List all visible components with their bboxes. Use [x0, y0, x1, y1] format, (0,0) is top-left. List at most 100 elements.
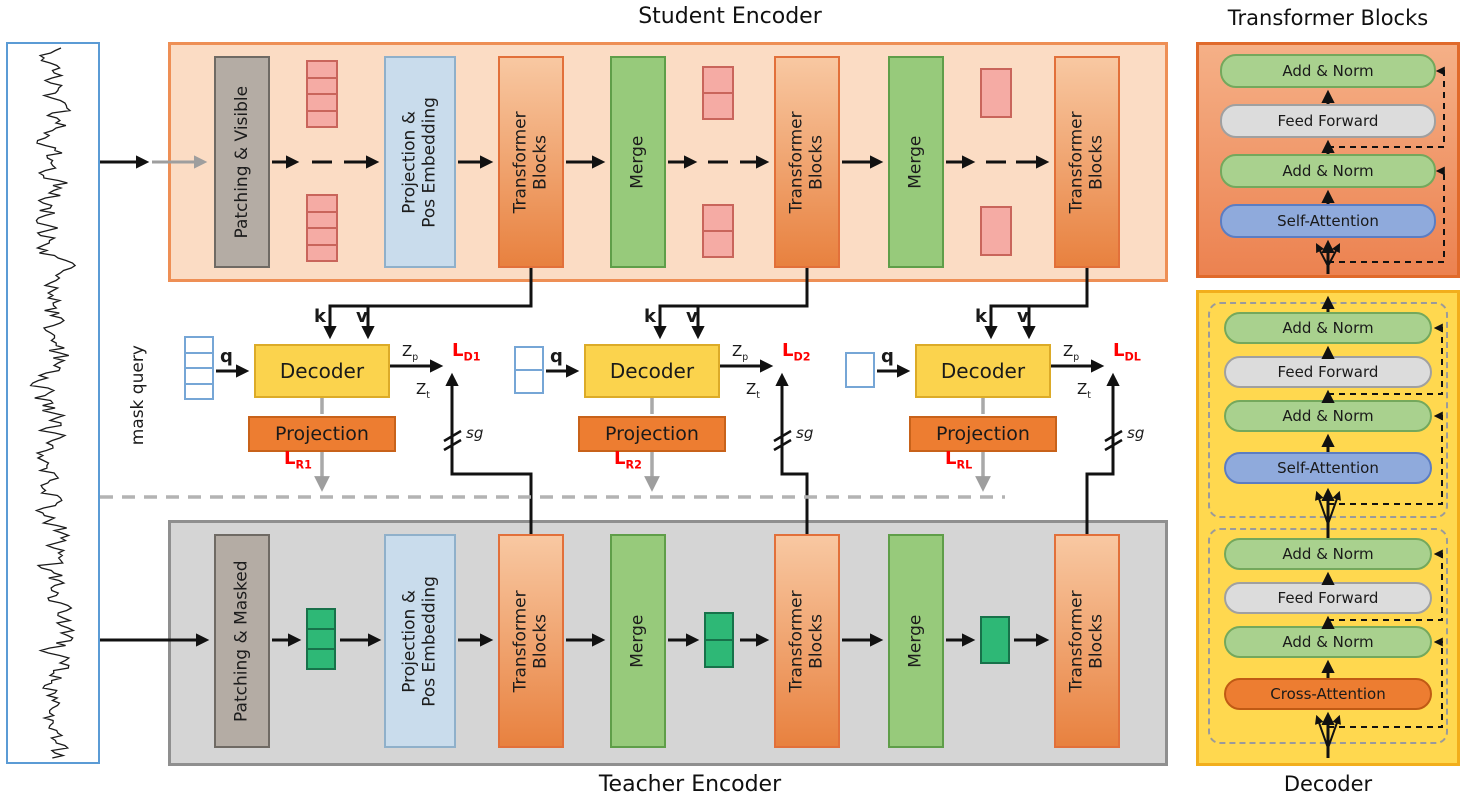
teacher-transformer-label-3: Transformer Blocks	[1066, 590, 1107, 693]
teacher-token-stack-3	[980, 616, 1010, 664]
mask-query-token-stack-1	[184, 336, 214, 400]
token-cell	[516, 371, 542, 392]
teacher-token-stack-1	[306, 608, 336, 670]
teacher-transformer-block-2: Transformer Blocks	[774, 534, 840, 748]
k-label: k	[975, 306, 987, 327]
teacher-pos-embedding-block: Projection & Pos Embedding	[384, 534, 456, 748]
projection-block-3: Projection	[909, 416, 1057, 452]
token-cell	[982, 208, 1010, 254]
token-cell	[308, 79, 336, 95]
q-label: q	[220, 346, 233, 367]
stop-gradient-label: sg	[466, 424, 484, 442]
teacher-patching-label: Patching & Masked	[231, 560, 252, 722]
teacher-transformer-block-3: Transformer Blocks	[1054, 534, 1120, 748]
teacher-pos-embedding-label: Projection & Pos Embedding	[399, 575, 440, 707]
cross-attention-box: Cross-Attention	[1224, 678, 1432, 710]
teacher-target-arrows	[445, 372, 1120, 534]
k-label: k	[314, 306, 326, 327]
token-cell	[704, 232, 732, 256]
token-cell	[704, 94, 732, 118]
signal-waveform	[29, 47, 77, 759]
add-norm-box: Add & Norm	[1224, 312, 1432, 344]
student-transformer-label-2: Transformer Blocks	[786, 111, 827, 214]
add-norm-box: Add & Norm	[1224, 400, 1432, 432]
teacher-merge-label-1: Merge	[627, 614, 648, 668]
zt-label: Zt	[746, 380, 760, 401]
token-cell	[308, 62, 336, 79]
student-transformer-label-1: Transformer Blocks	[510, 111, 551, 214]
distill-loss-label-3: LDL	[1113, 340, 1141, 364]
k-label: k	[644, 306, 656, 327]
projection-block-2: Projection	[578, 416, 726, 452]
add-norm-box: Add & Norm	[1220, 54, 1436, 88]
decoder-panel-title: Decoder	[1283, 772, 1373, 796]
teacher-patching-block: Patching & Masked	[214, 534, 270, 748]
v-label: v	[1017, 306, 1029, 327]
token-cell	[186, 369, 212, 385]
recon-loss-label-1: LR1	[284, 448, 312, 472]
q-label: q	[881, 346, 894, 367]
token-cell	[982, 618, 1008, 662]
student-patching-block: Patching & Visible	[214, 56, 270, 268]
student-patching-label: Patching & Visible	[231, 85, 252, 239]
teacher-token-stack-2	[704, 612, 734, 668]
v-label: v	[686, 306, 698, 327]
student-token-stack-top-2	[702, 66, 734, 120]
recon-loss-label-2: LR2	[614, 448, 642, 472]
student-merge-label-1: Merge	[627, 135, 648, 189]
zp-label: Zp	[732, 342, 749, 363]
self-attention-box: Self-Attention	[1224, 452, 1432, 484]
add-norm-box: Add & Norm	[1220, 154, 1436, 188]
stop-gradient-label: sg	[796, 424, 814, 442]
token-cell	[308, 196, 336, 213]
transformer-panel-title: Transformer Blocks	[1227, 6, 1429, 30]
token-cell	[308, 229, 336, 246]
token-cell	[706, 614, 732, 641]
token-cell	[186, 338, 212, 354]
zp-label: Zp	[1063, 342, 1080, 363]
decoder-block-1: Decoder	[254, 344, 390, 398]
token-cell	[186, 354, 212, 369]
zp-label: Zp	[402, 342, 419, 363]
token-cell	[308, 610, 334, 630]
recon-loss-label-3: LRL	[945, 448, 973, 472]
projection-block-1: Projection	[248, 416, 396, 452]
token-cell	[308, 650, 334, 668]
token-cell	[982, 70, 1010, 116]
token-cell	[308, 112, 336, 127]
student-transformer-block-2: Transformer Blocks	[774, 56, 840, 268]
student-transformer-block-3: Transformer Blocks	[1054, 56, 1120, 268]
student-pos-embedding-label: Projection & Pos Embedding	[399, 96, 440, 228]
teacher-merge-block-1: Merge	[610, 534, 666, 748]
decoder-block-2: Decoder	[584, 344, 720, 398]
token-cell	[704, 68, 732, 94]
teacher-encoder-title: Teacher Encoder	[598, 772, 782, 797]
feed-forward-box: Feed Forward	[1224, 356, 1432, 388]
token-cell	[516, 348, 542, 371]
student-token-stack-top-1	[306, 60, 338, 128]
teacher-transformer-label-2: Transformer Blocks	[786, 590, 827, 693]
token-cell	[308, 246, 336, 261]
distill-loss-label-2: LD2	[782, 340, 811, 364]
token-cell	[704, 206, 732, 232]
feed-forward-box: Feed Forward	[1220, 104, 1436, 138]
zt-label: Zt	[1077, 380, 1091, 401]
student-transformer-block-1: Transformer Blocks	[498, 56, 564, 268]
teacher-transformer-block-1: Transformer Blocks	[498, 534, 564, 748]
token-cell	[706, 641, 732, 666]
token-cell	[308, 630, 334, 650]
teacher-merge-block-2: Merge	[888, 534, 944, 748]
teacher-transformer-label-1: Transformer Blocks	[510, 590, 551, 693]
student-token-stack-bottom-3	[980, 206, 1012, 256]
token-cell	[308, 95, 336, 112]
student-token-stack-bottom-1	[306, 194, 338, 262]
student-transformer-label-3: Transformer Blocks	[1066, 111, 1107, 214]
input-signal-panel	[6, 42, 100, 764]
zt-label: Zt	[416, 380, 430, 401]
q-label: q	[550, 346, 563, 367]
student-merge-block-1: Merge	[610, 56, 666, 268]
add-norm-box: Add & Norm	[1224, 538, 1432, 570]
self-attention-box: Self-Attention	[1220, 204, 1436, 238]
teacher-merge-label-2: Merge	[905, 614, 926, 668]
